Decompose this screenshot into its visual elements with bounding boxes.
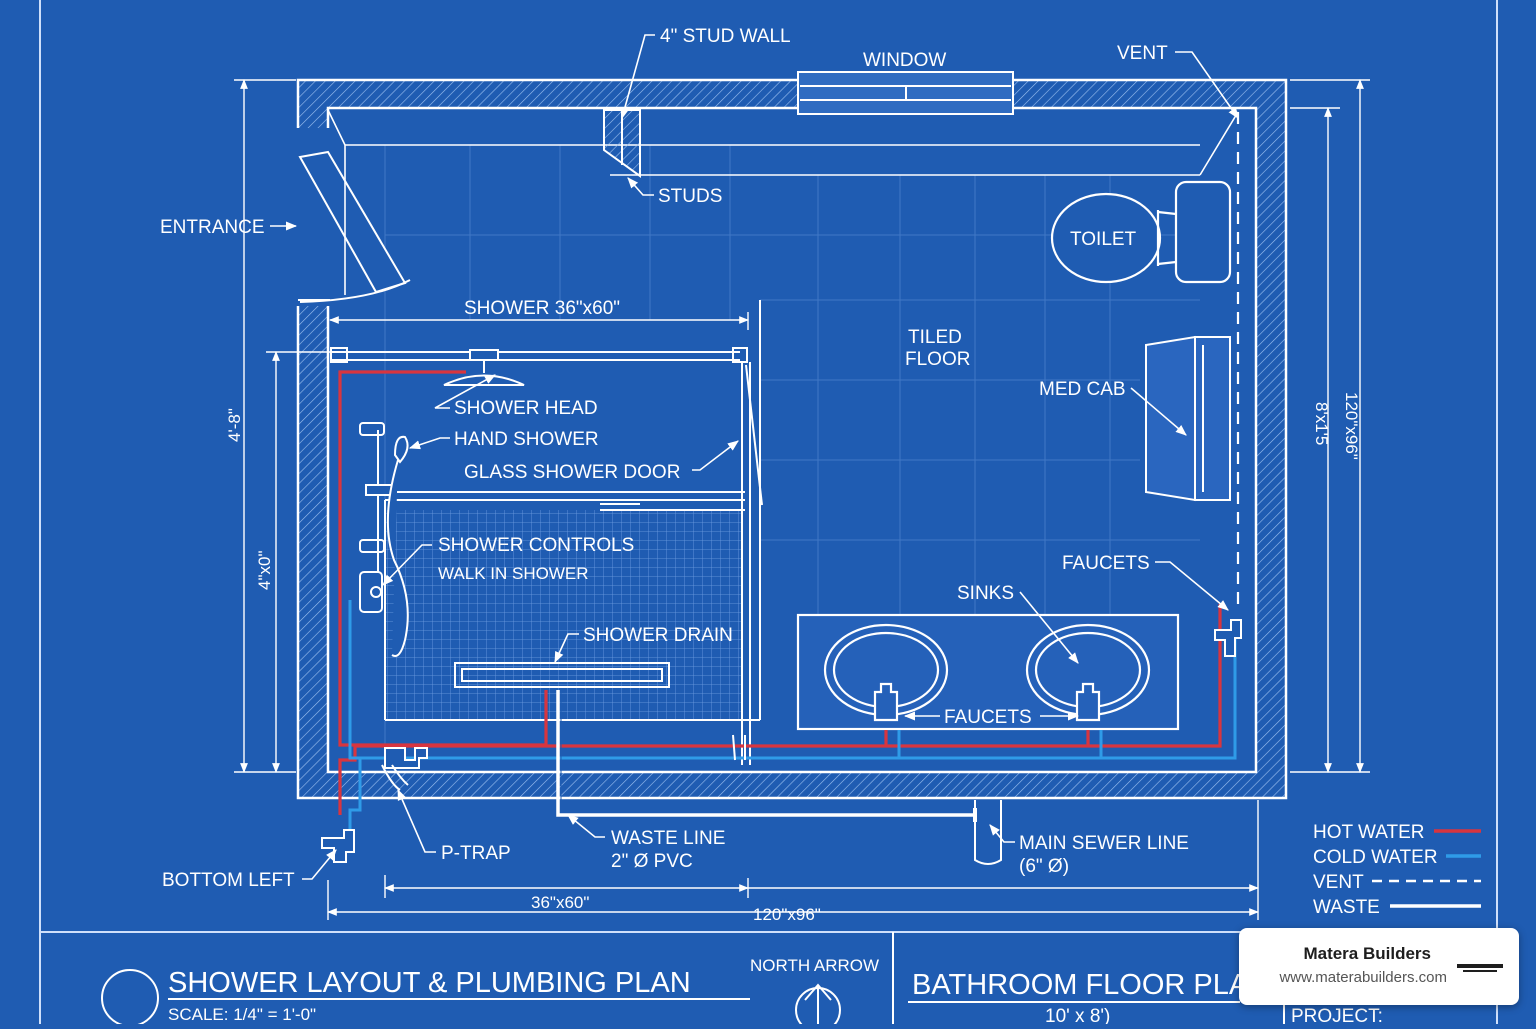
title-scale: SCALE: 1/4" = 1'-0" <box>168 1005 316 1024</box>
legend-hot-label: HOT WATER <box>1313 822 1425 843</box>
stud-wall-block <box>603 109 641 178</box>
label-entrance: ENTRANCE <box>160 217 265 238</box>
title-north-arrow: NORTH ARROW <box>750 956 879 975</box>
label-faucets-right: FAUCETS <box>1062 553 1150 574</box>
matera-logo-icon <box>1457 964 1503 972</box>
label-main-sewer: MAIN SEWER LINE <box>1019 833 1189 854</box>
brand-url[interactable]: www.materabuilders.com <box>1279 969 1447 986</box>
label-shower-size: SHOWER 36"x60" <box>464 298 620 319</box>
dim-bottom-total: 120"x96" <box>753 905 821 924</box>
north-arrow-icon <box>795 983 841 1029</box>
waste-pipes <box>556 690 975 817</box>
label-vent: VENT <box>1117 43 1168 64</box>
label-floor: FLOOR <box>905 349 970 370</box>
label-shower-drain: SHOWER DRAIN <box>583 625 733 646</box>
label-stud-wall: 4" STUD WALL <box>660 26 791 47</box>
hot-water-pipes <box>338 370 1222 815</box>
label-med-cab: MED CAB <box>1039 379 1126 400</box>
dimension-labels: 4'-8" 4"x0" 8'x1'5 120"x96" 36"x60" 120"… <box>225 392 1361 924</box>
legend-cold-label: COLD WATER <box>1313 847 1438 868</box>
brand-card[interactable]: Matera Builders www.materabuilders.com <box>1239 928 1519 1005</box>
label-tiled: TILED <box>908 327 962 348</box>
drawing-labels: 4" STUD WALL WINDOW VENT STUDS ENTRANCE … <box>160 26 1189 891</box>
label-studs: STUDS <box>658 186 722 207</box>
title-second-size: 10' x 8') <box>1045 1006 1110 1024</box>
label-window: WINDOW <box>863 50 946 71</box>
label-glass-door: GLASS SHOWER DOOR <box>464 462 680 483</box>
label-toilet: TOILET <box>1070 229 1137 250</box>
label-waste-pvc: 2" Ø PVC <box>611 851 693 872</box>
toilet-fixture <box>1050 180 1232 284</box>
label-leaders <box>270 34 1239 880</box>
label-bottom-left: BOTTOM LEFT <box>162 870 295 891</box>
label-shower-controls: SHOWER CONTROLS <box>438 535 634 556</box>
brand-name: Matera Builders <box>1303 944 1431 963</box>
dim-left-lower: 4"x0" <box>255 551 274 590</box>
label-hand-shower: HAND SHOWER <box>454 429 599 450</box>
legend-vent-label: VENT <box>1313 872 1364 893</box>
label-main-sewer-size: (6" Ø) <box>1019 856 1069 877</box>
window <box>797 71 1014 115</box>
dimension-lines <box>234 79 1370 920</box>
pipe-fittings <box>321 619 1242 865</box>
title-block: SHOWER LAYOUT & PLUMBING PLAN SCALE: 1/4… <box>168 956 1383 1027</box>
title-second: BATHROOM FLOOR PLA <box>912 969 1249 1001</box>
legend-swatches <box>1372 829 1481 908</box>
dim-right-outer: 120"x96" <box>1342 392 1361 460</box>
dim-right-inner: 8'x1'5 <box>1312 402 1331 445</box>
label-walk-in: WALK IN SHOWER <box>438 564 589 583</box>
inner-wall-line <box>327 109 1239 295</box>
shower-enclosure <box>330 300 763 765</box>
label-shower-head: SHOWER HEAD <box>454 398 598 419</box>
title-project: PROJECT: <box>1291 1006 1383 1024</box>
label-faucets-bottom: FAUCETS <box>944 707 1032 728</box>
legend: HOT WATER COLD WATER VENT WASTE <box>1313 822 1438 918</box>
label-p-trap: P-TRAP <box>441 843 511 864</box>
legend-waste-label: WASTE <box>1313 897 1380 918</box>
dim-bottom-shower: 36"x60" <box>531 893 589 912</box>
cold-water-pipes <box>348 600 1237 840</box>
label-waste-line: WASTE LINE <box>611 828 725 849</box>
entrance-door <box>298 150 411 303</box>
shower-fixtures <box>359 349 525 657</box>
double-vanity <box>796 613 1180 731</box>
title-main: SHOWER LAYOUT & PLUMBING PLAN <box>168 967 691 999</box>
label-sinks: SINKS <box>957 583 1014 604</box>
dim-left-upper: 4'-8" <box>225 408 244 442</box>
medicine-cabinet <box>1145 335 1231 502</box>
